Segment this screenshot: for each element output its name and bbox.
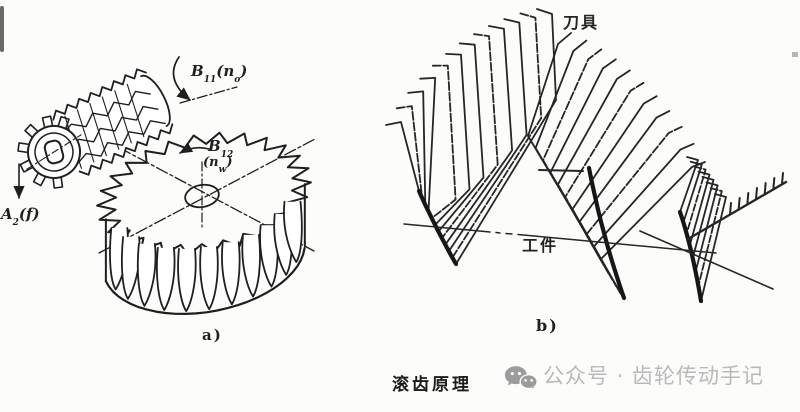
b12-base: B <box>208 137 221 155</box>
b12-arg-close: ) <box>226 155 233 170</box>
b11-open: ( <box>216 62 224 80</box>
b11-sub: 11 <box>203 75 217 85</box>
caption-b: b) <box>536 316 559 335</box>
caption-a: a) <box>202 326 223 344</box>
b11-close: ) <box>240 62 248 80</box>
a2-base: A <box>1 205 13 223</box>
b12-sub: 12 <box>220 150 234 160</box>
label-b12-arg: (nw) <box>203 155 233 175</box>
label-b12: B12 <box>208 137 234 160</box>
label-b11: B11(no) <box>191 62 248 85</box>
b12-arg-open: ( <box>203 155 210 170</box>
hob-cutter-drawing <box>17 68 174 189</box>
generating-process-drawing <box>385 8 788 304</box>
b11-base: B <box>191 62 204 80</box>
workpiece-gear-drawing <box>96 131 316 315</box>
b11-arg: n <box>223 62 235 80</box>
label-a2: A2(f) <box>1 205 40 228</box>
b11-arg-sub: o <box>234 75 241 85</box>
label-cutter: 刀具 <box>563 13 600 32</box>
label-workpiece: 工件 <box>522 236 559 255</box>
b12-arg-sub: w <box>218 164 227 175</box>
a2-sub: 2 <box>12 218 19 228</box>
b12-arg-var: n <box>209 155 219 170</box>
a2-arg: (f) <box>18 205 40 223</box>
watermark-text: 公众号 · 齿轮传动手记 <box>543 364 765 388</box>
wechat-icon <box>504 366 538 392</box>
figure-a-annotations <box>13 56 238 199</box>
figure-title: 滚齿原理 <box>392 375 472 395</box>
